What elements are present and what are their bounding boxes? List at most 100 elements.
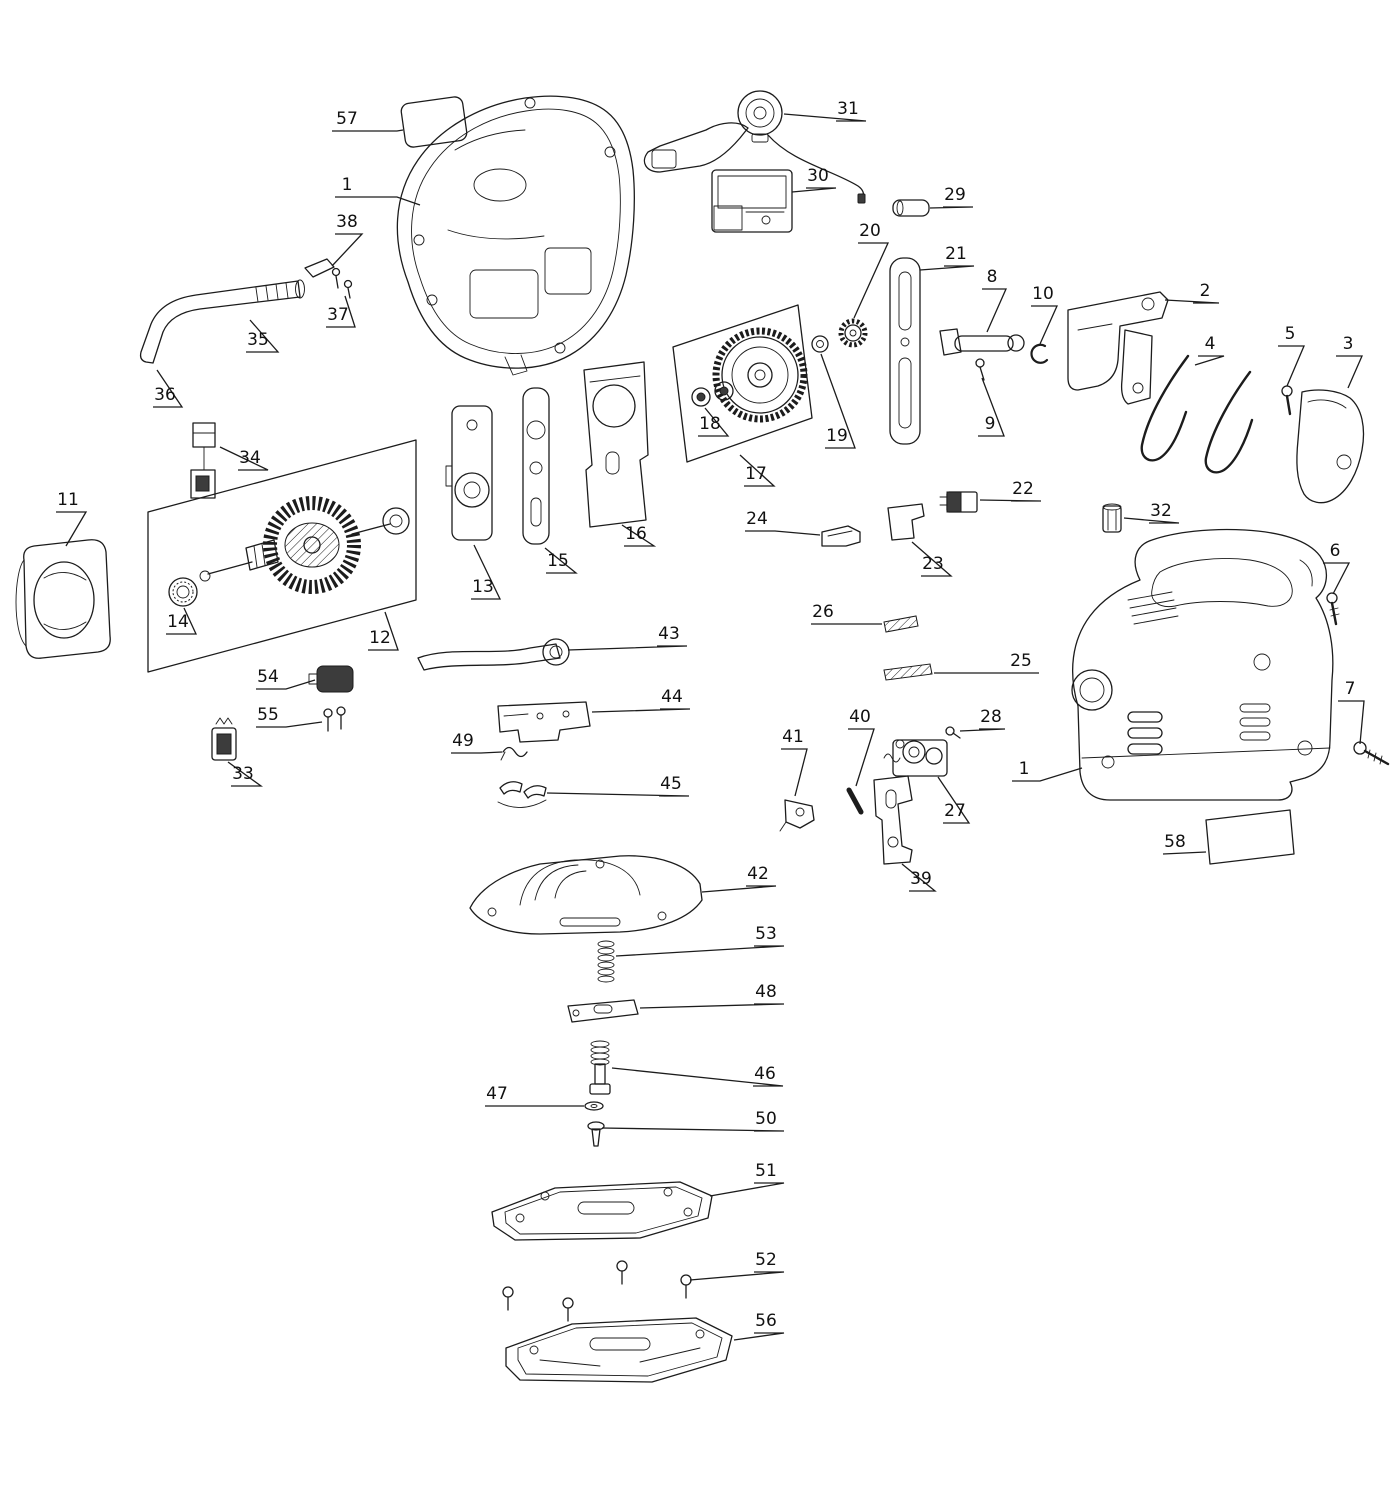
part-48-slide-bar bbox=[567, 999, 639, 1023]
callout-label-8-18: 8 bbox=[987, 267, 998, 287]
callout-label-34-6: 34 bbox=[239, 448, 261, 468]
callout-label-4-22: 4 bbox=[1205, 334, 1216, 354]
part-43-lever-arm bbox=[417, 638, 570, 671]
callout-line-49-45 bbox=[451, 751, 503, 754]
callout-label-2-21: 2 bbox=[1200, 281, 1211, 301]
callout-line-51-56 bbox=[709, 1182, 785, 1197]
callout-line-44-44 bbox=[591, 708, 691, 713]
part-38-clamp-bracket bbox=[304, 258, 353, 299]
callout-line-43-43 bbox=[567, 645, 688, 651]
callout-line-27-37 bbox=[937, 776, 971, 824]
callout-line-8-18 bbox=[982, 288, 1007, 333]
part-21-guide-bar bbox=[889, 257, 921, 445]
part-1-gear-housing bbox=[396, 95, 635, 376]
part-45-brush-set bbox=[497, 781, 547, 808]
part-51-base-plate bbox=[491, 1181, 713, 1241]
part-3-side-cover bbox=[1296, 389, 1365, 504]
callout-label-9-19: 9 bbox=[985, 414, 996, 434]
callout-line-16-12 bbox=[621, 524, 657, 547]
part-27-roller-assembly bbox=[883, 739, 948, 777]
callout-label-5-23: 5 bbox=[1285, 324, 1296, 344]
callout-label-48-52: 48 bbox=[755, 982, 777, 1002]
callout-label-21-17: 21 bbox=[945, 244, 967, 264]
callout-line-15-11 bbox=[544, 547, 578, 574]
callout-line-33-47 bbox=[227, 761, 263, 787]
callout-label-31-27: 31 bbox=[837, 99, 859, 119]
part-32-sleeve bbox=[1102, 503, 1122, 533]
part-15-holder-plate bbox=[522, 387, 550, 545]
callout-line-18-14 bbox=[698, 407, 730, 437]
callout-label-29-25: 29 bbox=[944, 185, 966, 205]
callout-label-40-38: 40 bbox=[849, 707, 871, 727]
part-52-screws bbox=[502, 1260, 692, 1322]
callout-label-52-57: 52 bbox=[755, 1250, 777, 1270]
callout-label-19-15: 19 bbox=[826, 426, 848, 446]
callout-line-50-55 bbox=[601, 1127, 785, 1132]
callout-label-38-2: 38 bbox=[336, 212, 358, 232]
callout-label-54-48: 54 bbox=[257, 667, 279, 687]
callout-label-46-53: 46 bbox=[754, 1064, 776, 1084]
callout-label-15-11: 15 bbox=[547, 551, 569, 571]
callout-label-33-47: 33 bbox=[232, 764, 254, 784]
callout-label-58-42: 58 bbox=[1164, 832, 1186, 852]
callout-label-51-56: 51 bbox=[755, 1161, 777, 1181]
callout-label-10-20: 10 bbox=[1032, 284, 1054, 304]
callout-line-21-17 bbox=[919, 265, 975, 271]
part-44-guide-block bbox=[497, 701, 591, 743]
callout-line-22-28 bbox=[979, 499, 1042, 502]
callout-label-42-50: 42 bbox=[747, 864, 769, 884]
part-13-bearing-plate bbox=[445, 405, 493, 541]
part-47-washer bbox=[584, 1101, 604, 1111]
part-49-spring-clip bbox=[500, 746, 528, 761]
callout-line-36-5 bbox=[153, 369, 184, 408]
part-9-screw bbox=[975, 358, 985, 381]
callout-label-41-39: 41 bbox=[782, 727, 804, 747]
part-54-brush-cap bbox=[308, 665, 354, 693]
callout-line-45-46 bbox=[546, 792, 690, 797]
part-11-stator bbox=[15, 539, 111, 659]
callout-line-3-24 bbox=[1336, 355, 1363, 389]
part-12-armature-box bbox=[147, 439, 417, 673]
callout-line-10-20 bbox=[1031, 305, 1059, 345]
callout-label-18-14: 18 bbox=[699, 414, 721, 434]
callout-line-38-2 bbox=[331, 233, 364, 267]
part-14-bearing bbox=[168, 577, 198, 607]
callout-line-32-31 bbox=[1123, 517, 1180, 524]
callout-line-2-21 bbox=[1164, 299, 1220, 304]
callout-label-1-1: 1 bbox=[342, 175, 353, 195]
callout-line-42-50 bbox=[701, 885, 777, 893]
callout-label-22-28: 22 bbox=[1012, 479, 1034, 499]
callout-line-55-49 bbox=[256, 721, 323, 728]
part-8-crank-shaft bbox=[939, 328, 1025, 356]
callout-label-49-45: 49 bbox=[452, 731, 474, 751]
callout-line-53-51 bbox=[615, 945, 785, 957]
part-18-bushings bbox=[691, 381, 734, 407]
callout-label-27-37: 27 bbox=[944, 801, 966, 821]
callout-line-58-42 bbox=[1162, 851, 1207, 855]
parts-artwork bbox=[15, 90, 1390, 1383]
callout-label-30-26: 30 bbox=[807, 166, 829, 186]
callout-label-20-16: 20 bbox=[859, 221, 881, 241]
callout-line-20-16 bbox=[853, 242, 890, 319]
part-7-long-screw bbox=[1353, 741, 1390, 766]
callout-line-48-52 bbox=[639, 1003, 785, 1009]
callout-line-23-29 bbox=[911, 541, 953, 577]
part-19-washer bbox=[811, 335, 829, 353]
part-56-bottom-cover bbox=[505, 1317, 733, 1383]
part-55-screws bbox=[323, 706, 346, 732]
callout-label-39-40: 39 bbox=[910, 869, 932, 889]
callout-label-57-0: 57 bbox=[336, 109, 358, 129]
part-23-angle-bracket bbox=[887, 503, 925, 541]
part-25-strip bbox=[883, 663, 933, 681]
callout-line-1-41 bbox=[1012, 767, 1083, 782]
callout-line-4-22 bbox=[1194, 355, 1225, 366]
callout-label-35-4: 35 bbox=[247, 330, 269, 350]
callout-label-53-51: 53 bbox=[755, 924, 777, 944]
callout-label-13-10: 13 bbox=[472, 577, 494, 597]
callout-line-34-6 bbox=[219, 446, 269, 471]
callout-label-47-54: 47 bbox=[486, 1084, 508, 1104]
callout-line-28-36 bbox=[959, 728, 1006, 732]
part-40-pin bbox=[846, 787, 864, 815]
